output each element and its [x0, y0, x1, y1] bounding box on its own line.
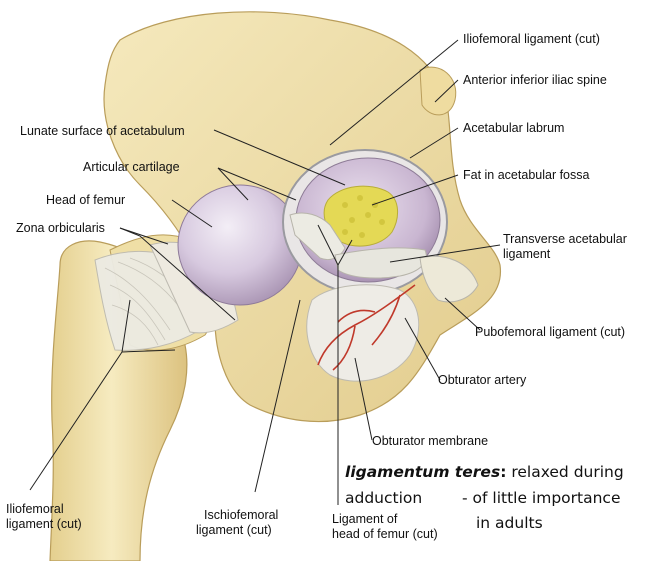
ligament-of-head-of-femur: [289, 212, 346, 261]
label-transverse-acetabular-ligament-1: Transverse acetabular: [503, 232, 627, 246]
label-ischiofemoral-ligament-2: ligament (cut): [196, 523, 272, 537]
label-pubofemoral-ligament: Pubofemoral ligament (cut): [475, 325, 626, 339]
label-ligament-of-head-of-femur-1: Ligament of: [332, 512, 398, 526]
label-head-of-femur: Head of femur: [46, 193, 126, 207]
label-anterior-inferior-iliac-spine: Anterior inferior iliac spine: [463, 73, 607, 87]
label-iliofemoral-ligament-bottom-2: ligament (cut): [6, 517, 82, 531]
anterior-inferior-iliac-spine: [419, 66, 457, 116]
label-obturator-artery: Obturator artery: [438, 373, 527, 387]
label-zona-orbicularis: Zona orbicularis: [16, 221, 105, 235]
label-iliofemoral-ligament-bottom-1: Iliofemoral: [6, 502, 64, 516]
label-obturator-membrane: Obturator membrane: [372, 434, 489, 448]
label-lunate-surface: Lunate surface of acetabulum: [20, 124, 185, 138]
label-fat-in-acetabular-fossa: Fat in acetabular fossa: [463, 168, 590, 182]
note-term: ligamentum teres: [345, 463, 501, 481]
note-bullet-1: - of little importance: [462, 489, 621, 507]
note-line-1-rest: relaxed during: [506, 463, 624, 481]
femoral-head: [177, 184, 303, 306]
label-ligament-of-head-of-femur-2: head of femur (cut): [332, 527, 438, 541]
note-bullet-2: in adults: [476, 514, 543, 532]
label-ischiofemoral-ligament-1: Ischiofemoral: [204, 508, 279, 522]
fat-texture: [342, 195, 385, 238]
note-line-1: ligamentum teres: relaxed during: [345, 463, 624, 481]
label-transverse-acetabular-ligament-2: ligament: [503, 247, 551, 261]
leader-lines: [29, 39, 501, 505]
label-articular-cartilage: Articular cartilage: [83, 160, 180, 174]
note-line-2: adduction: [345, 489, 423, 507]
obturator-membrane: [306, 284, 420, 382]
obturator-artery: [317, 284, 416, 371]
pubofemoral-ligament: [419, 255, 479, 303]
label-iliofemoral-ligament-top: Iliofemoral ligament (cut): [463, 32, 600, 46]
label-acetabular-labrum: Acetabular labrum: [463, 121, 565, 135]
note-colon: :: [500, 463, 507, 481]
